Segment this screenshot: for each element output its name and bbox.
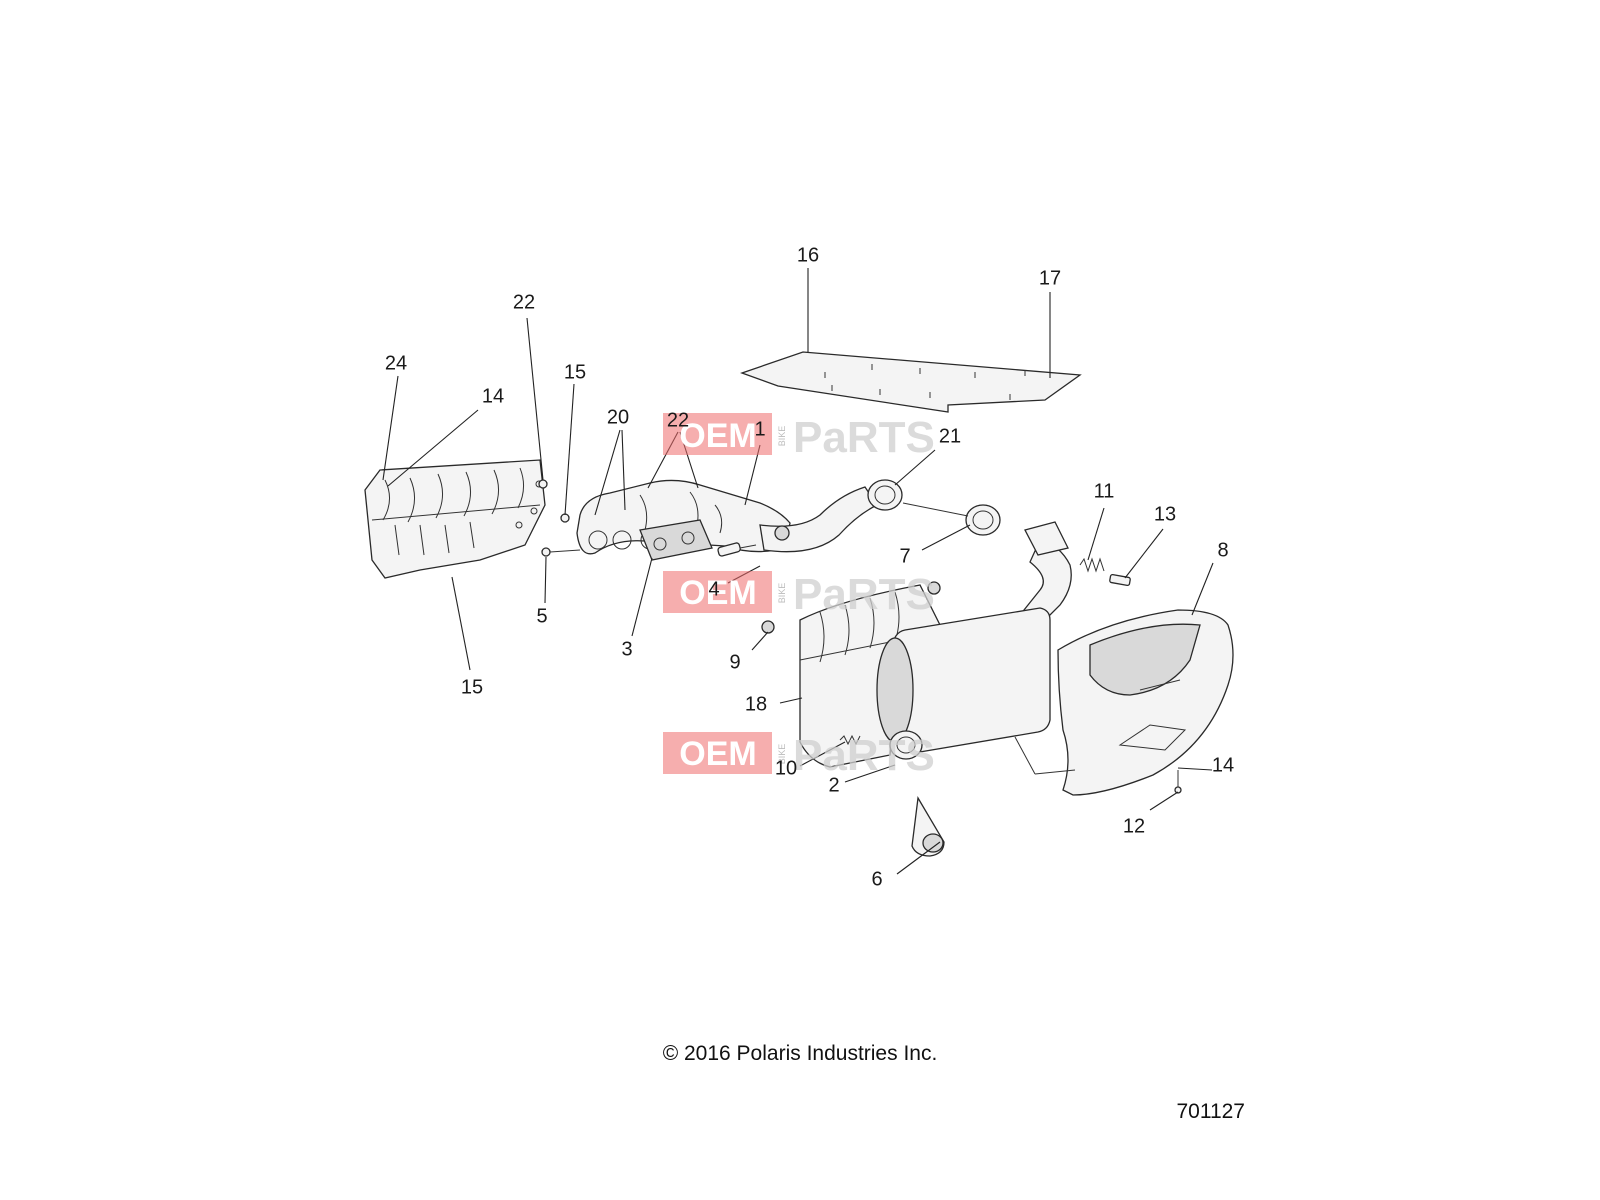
part-exhaust-manifold [576,479,791,561]
part-muffler [876,607,1051,760]
copyright-notice: © 2016 Polaris Industries Inc. [662,1042,938,1065]
part-spring-10 [839,734,861,746]
callout-9: 9 [729,651,740,673]
alignment-line-8 [1014,736,1036,775]
callout-18: 17 [1039,267,1061,289]
svg-text:OEM: OEM [679,574,756,612]
callout-1: 1 [754,418,765,440]
svg-text:PaRTS: PaRTS [793,731,935,780]
part-spring-11 [1079,557,1105,573]
part-muffler-inlet-pipe [1018,521,1072,626]
callout-14-right: 14 [1212,754,1234,776]
callout-17: 16 [797,244,819,266]
callout-22: 22 [667,409,689,431]
part-o2-sensor [717,542,757,557]
figure-number: 701127 [1176,1100,1245,1123]
callout-12: 12 [1123,815,1145,837]
callout-8: 8 [1217,539,1228,561]
callout-6: 6 [871,868,882,890]
part-bolt-13 [1109,573,1131,587]
callout-10: 10 [775,757,797,779]
part-nut-23 [538,479,548,489]
svg-text:BIKE: BIKE [777,744,787,765]
watermark-bottom: OEM BIKE PaRTS [663,731,935,780]
part-grommet-top [927,581,941,595]
callout-15: 15 [461,676,483,698]
svg-text:BIKE: BIKE [777,426,787,447]
svg-text:PaRTS: PaRTS [793,413,935,462]
callout-3: 3 [621,638,632,660]
svg-text:PaRTS: PaRTS [793,570,935,619]
part-grommet-9 [761,620,775,634]
svg-text:OEM: OEM [679,735,756,773]
part-fastener-5 [541,547,581,557]
part-heat-shield-plate [740,351,1082,413]
part-screw-12 [1174,770,1182,794]
callout-21: 21 [939,425,961,447]
part-gasket-7 [965,504,1001,536]
callout-2: 2 [828,774,839,796]
callout-labels: 16 17 22 24 14 15 20 22 1 21 11 13 8 7 4… [385,244,1234,890]
part-left-heat-shield [364,459,546,579]
callout-7: 7 [899,545,910,567]
callout-5: 5 [536,605,547,627]
callout-19: 18 [745,693,767,715]
part-nut-16 [560,513,570,523]
part-header-pipe [759,479,903,553]
callout-11: 11 [1094,480,1115,502]
alignment-line-8b [1034,769,1076,775]
part-muffler-cover [1057,609,1234,796]
callout-20: 20 [607,406,629,428]
callout-4: 4 [708,578,719,600]
watermark-top: OEM BIKE PaRTS [663,413,935,462]
callout-13: 13 [1154,503,1176,525]
watermark-middle: OEM BIKE PaRTS [663,570,935,619]
callout-16: 15 [564,361,586,383]
callout-23: 22 [513,291,535,313]
alignment-line-7 [902,502,969,517]
part-tailpipe-tip [911,796,945,857]
svg-text:OEM: OEM [679,417,756,455]
callout-14-left: 14 [482,385,504,407]
callout-24: 24 [385,352,407,374]
svg-text:BIKE: BIKE [777,583,787,604]
